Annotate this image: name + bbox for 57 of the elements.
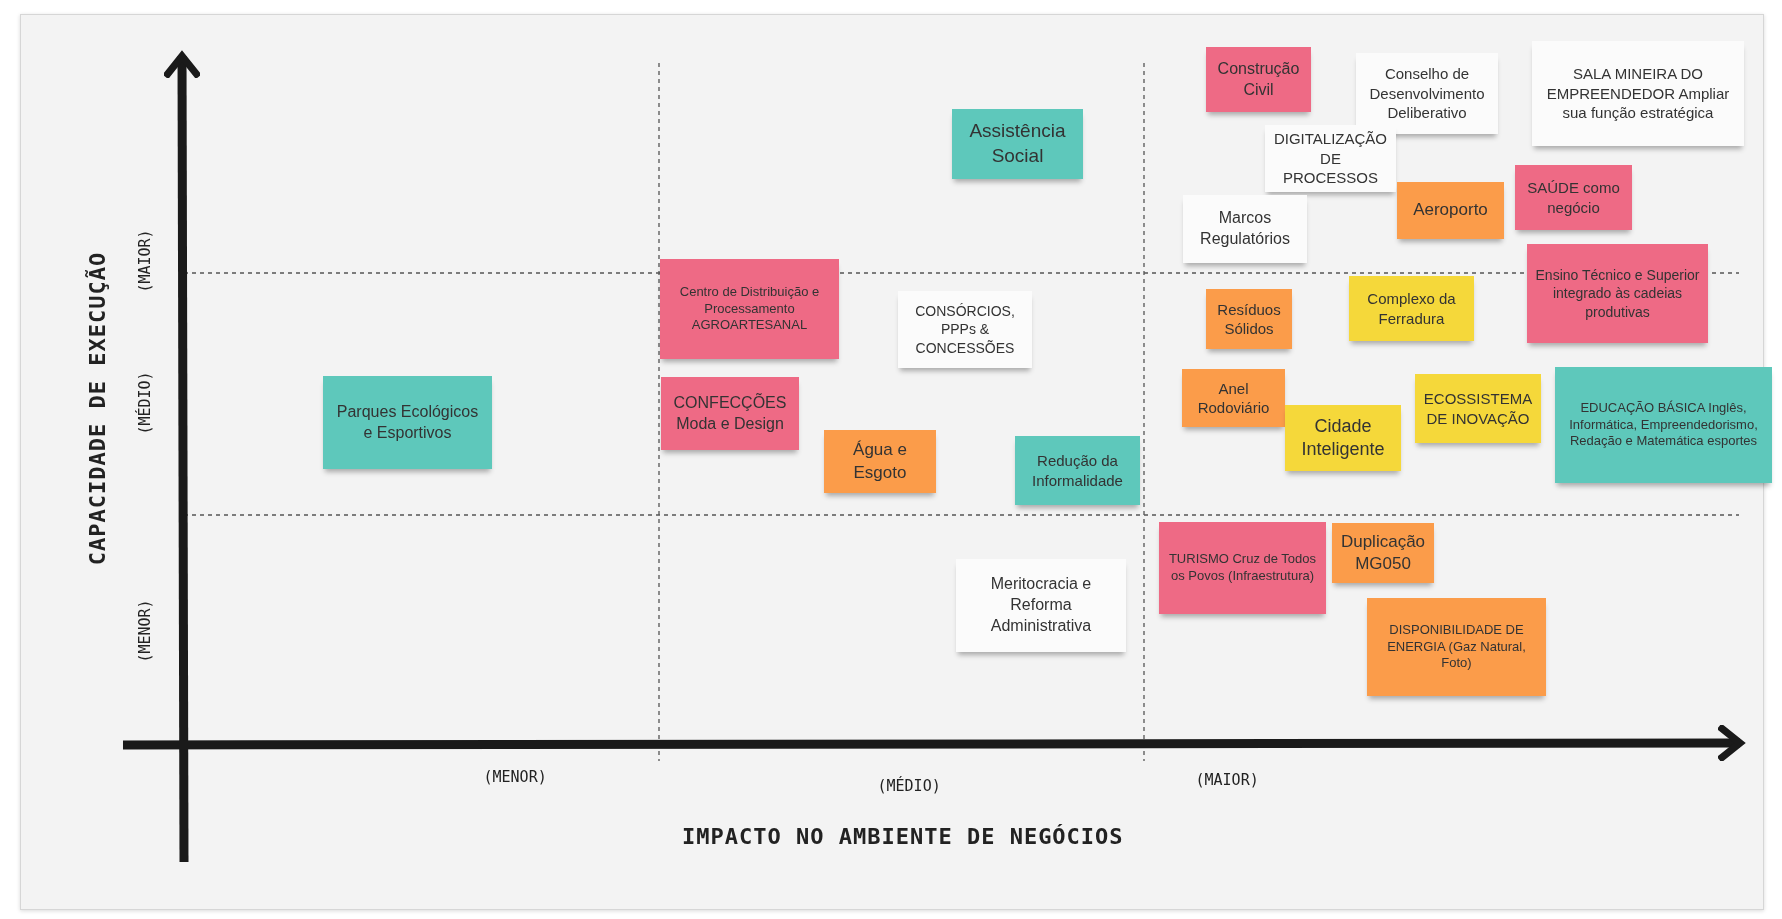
- sticky-note: [1159, 522, 1326, 614]
- note-text: Centro de Distribuição e Processamento AGROARTESANAL: [678, 283, 821, 335]
- note-text: Construção Civil: [1216, 58, 1301, 100]
- note-text: Ensino Técnico e Superior integrado às cadeias produtivas: [1535, 266, 1700, 321]
- sticky-note: [1015, 436, 1140, 505]
- sticky-note: [1367, 598, 1546, 696]
- sticky-note: [1532, 41, 1744, 146]
- note-text: Conselho de Desenvolvimento Deliberativo: [1368, 64, 1486, 123]
- axis-level-label: (MÉDIO): [135, 371, 154, 435]
- sticky-note: [660, 259, 839, 359]
- sticky-note: [1415, 374, 1541, 443]
- note-text: DISPONIBILIDADE DE ENERGIA (Gaz Natural, Foto): [1386, 621, 1527, 673]
- axis-title: IMPACTO NO AMBIENTE DE NEGÓCIOS: [682, 823, 1124, 849]
- note-text: Meritocracia e Reforma Administrativa: [989, 574, 1093, 636]
- note-text: SAÚDE como negócio: [1526, 178, 1621, 217]
- note-text: ECOSSISTEMA DE INOVAÇÃO: [1423, 389, 1533, 428]
- axis-level-label: (MENOR): [135, 599, 154, 663]
- sticky-note: [1515, 165, 1632, 230]
- note-text: Resíduos Sólidos: [1216, 299, 1282, 339]
- note-text: Complexo da Ferradura: [1366, 289, 1457, 328]
- sticky-note: [1527, 244, 1708, 343]
- note-text: TURISMO Cruz de Todos os Povos (Infraestrutura): [1167, 551, 1318, 585]
- note-text: SALA MINEIRA DO EMPREENDEDOR Ampliar sua função estratégica: [1545, 64, 1731, 123]
- sticky-note: [1332, 523, 1434, 583]
- note-text: Marcos Regulatórios: [1199, 208, 1291, 249]
- sticky-note: [1206, 47, 1311, 112]
- sticky-note: [661, 377, 799, 450]
- note-text: Água e Esgoto: [852, 439, 908, 484]
- sticky-note: [1397, 182, 1504, 239]
- sticky-note: [1182, 369, 1285, 427]
- note-text: Aeroporto: [1413, 199, 1488, 222]
- axis-level-label: (MAIOR): [135, 229, 154, 293]
- sticky-note: [824, 430, 936, 493]
- sticky-note: [1265, 125, 1396, 192]
- note-text: CONSÓRCIOS, PPPs & CONCESSÕES: [914, 302, 1016, 357]
- note-text: Redução da Informalidade: [1031, 451, 1124, 490]
- note-text: Assistência Social: [968, 119, 1067, 168]
- note-text: Cidade Inteligente: [1300, 414, 1386, 461]
- axis-level-label: (MENOR): [483, 768, 547, 786]
- note-text: CONFECÇÕES Moda e Design: [672, 392, 788, 434]
- sticky-note: [1285, 405, 1401, 471]
- sticky-note: [1349, 276, 1474, 341]
- sticky-note: [956, 559, 1126, 652]
- sticky-note: [952, 109, 1083, 179]
- sticky-note: [1183, 195, 1307, 263]
- axis-title: CAPACIDADE DE EXECUÇÃO: [84, 251, 110, 565]
- sticky-note: [323, 376, 492, 469]
- note-text: EDUCAÇÃO BÁSICA Inglês, Informática, Empreendedorismo, Redação e Matemática esportes: [1568, 399, 1759, 451]
- note-text: Anel Rodoviário: [1196, 378, 1271, 418]
- note-text: Parques Ecológicos e Esportivos: [335, 401, 480, 443]
- axis-level-label: (MÉDIO): [877, 777, 941, 795]
- axis-level-label: (MAIOR): [1195, 771, 1259, 789]
- sticky-note: [898, 291, 1032, 368]
- note-text: Duplicação MG050: [1340, 530, 1426, 575]
- note-text: DIGITALIZAÇÃO DE PROCESSOS: [1273, 129, 1388, 188]
- sticky-note: [1555, 367, 1772, 483]
- sticky-note: [1206, 289, 1292, 349]
